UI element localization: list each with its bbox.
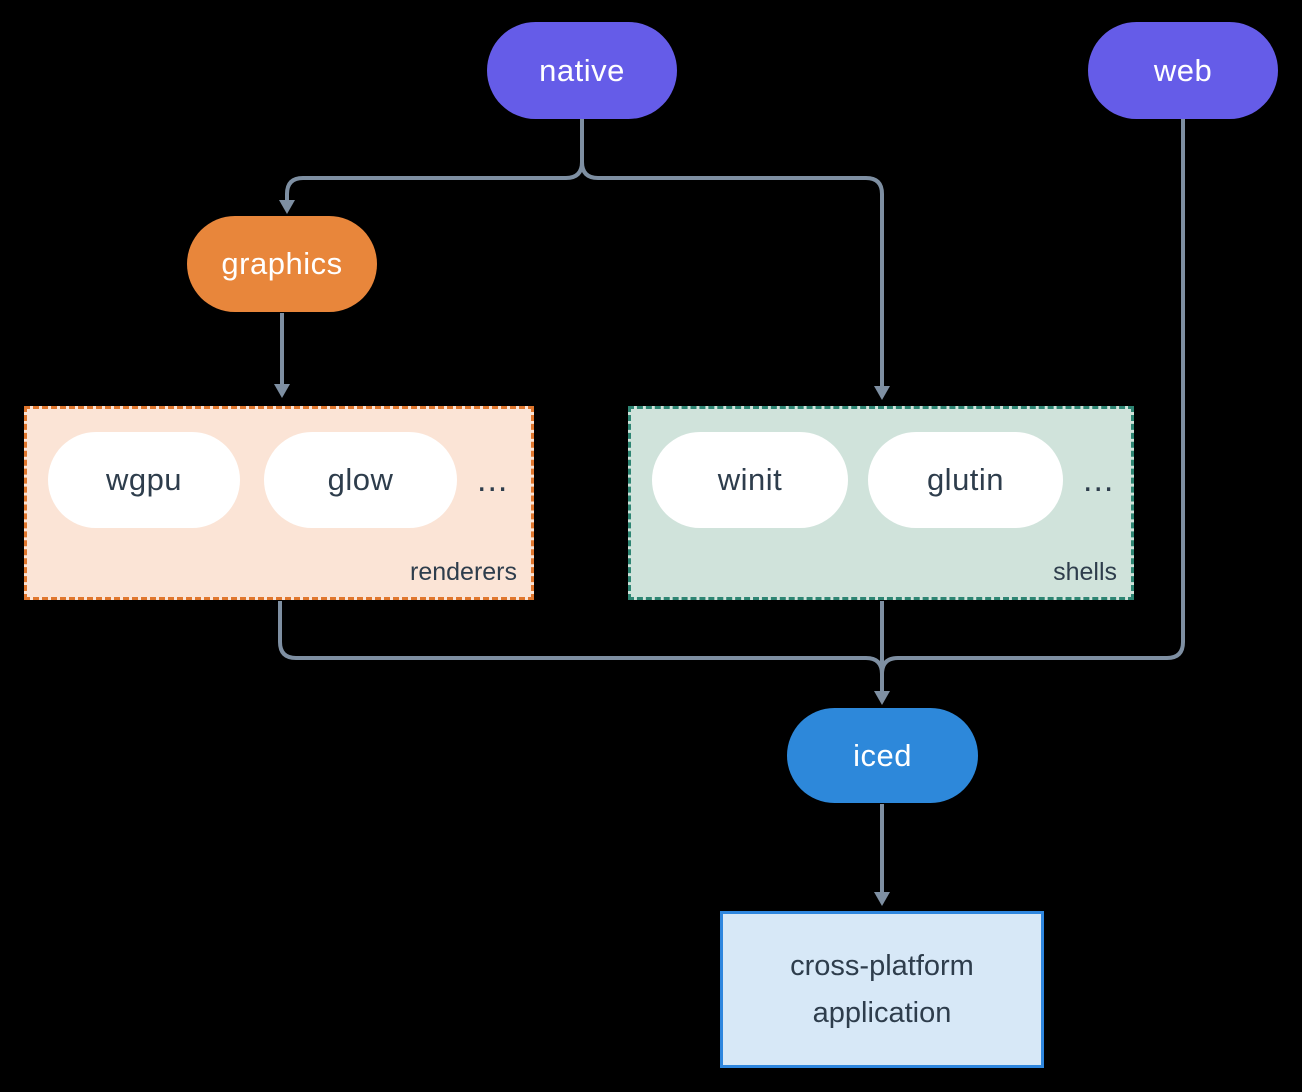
node-iced-label: iced	[853, 737, 912, 773]
arrowhead-down-icon	[279, 200, 295, 214]
group-shells: winit glutin ... shells	[628, 406, 1134, 600]
node-graphics: graphics	[187, 216, 377, 312]
ellipsis-shells: ...	[1083, 460, 1115, 499]
arrowhead-down-icon	[874, 386, 890, 400]
app-box: cross-platform application	[720, 911, 1044, 1068]
node-native-label: native	[539, 52, 625, 88]
node-web-label: web	[1153, 52, 1213, 88]
pill-glow-label: glow	[327, 462, 394, 497]
pill-glow: glow	[264, 432, 457, 528]
pill-glutin: glutin	[868, 432, 1063, 528]
group-label-renderers: renderers	[410, 558, 517, 586]
node-graphics-label: graphics	[221, 246, 343, 281]
pill-wgpu-label: wgpu	[105, 462, 183, 497]
connector-renderers-iced	[278, 601, 884, 675]
group-label-shells: shells	[1053, 558, 1117, 586]
arrowhead-down-icon	[274, 384, 290, 398]
arrowhead-down-icon	[874, 892, 890, 906]
pill-wgpu: wgpu	[48, 432, 240, 528]
arrowhead-down-icon	[874, 691, 890, 705]
group-renderers: wgpu glow ... renderers	[24, 406, 534, 600]
app-line-2: application	[812, 996, 952, 1029]
connector-native-shells	[580, 161, 884, 387]
node-iced: iced	[787, 708, 978, 803]
ellipsis-renderers: ...	[477, 460, 509, 499]
pill-glutin-label: glutin	[926, 462, 1005, 497]
pill-winit-label: winit	[717, 462, 783, 497]
node-native: native	[487, 22, 677, 119]
pill-winit: winit	[652, 432, 848, 528]
connector-native-graphics	[285, 119, 584, 201]
node-web: web	[1088, 22, 1278, 119]
app-line-1: cross-platform	[790, 949, 974, 982]
